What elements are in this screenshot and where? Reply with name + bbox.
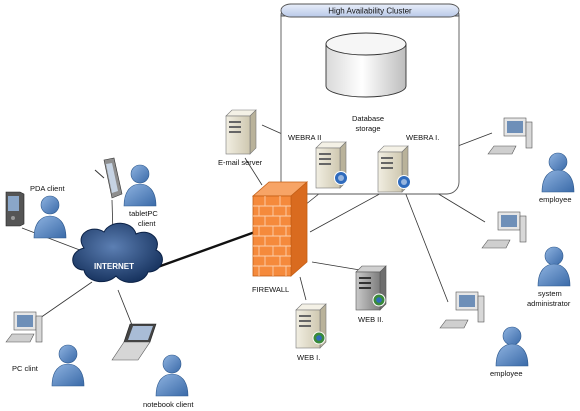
link-pc-internet: [39, 281, 93, 319]
pc-icon: [5, 311, 43, 343]
sysadmin-label-line2: administrator: [527, 299, 571, 308]
webra1-label: WEBRA I.: [406, 133, 439, 142]
cluster-title: High Availability Cluster: [328, 7, 412, 16]
firewall-icon: [251, 181, 309, 277]
employee-bottom-label: employee: [490, 369, 523, 378]
web1-label: WEB I.: [297, 353, 320, 362]
database-label-line1: Database: [352, 114, 384, 123]
tablet-person-icon: [123, 164, 157, 207]
employee-top-pc-icon: [487, 117, 533, 155]
employee-bottom-pc-icon: [439, 291, 485, 329]
sysadmin-label-line1: system: [538, 289, 562, 298]
internet-cloud-icon: [72, 222, 163, 283]
email-server-icon: [225, 109, 257, 155]
link-pda-internet: [21, 227, 86, 253]
sysadmin-person-icon: [537, 246, 571, 287]
employee-top-label: employee: [539, 195, 572, 204]
link-firewall-web2: [311, 261, 361, 271]
pda-icon: [5, 191, 25, 227]
link-webra1-firewall: [309, 189, 388, 233]
employee-top-person-icon: [541, 152, 575, 193]
cluster-header-bar: [280, 3, 460, 18]
pc-label: PC clint: [12, 364, 39, 373]
email-server-label: E-mail server: [218, 158, 263, 167]
web2-label: WEB II.: [358, 315, 383, 324]
notebook-label: notebook client: [143, 400, 194, 409]
link-email-firewall: [244, 157, 263, 186]
firewall-label: FIREWALL: [252, 285, 289, 294]
link-webra1-employee-bottom: [404, 191, 449, 303]
webra1-server-icon: [377, 145, 411, 193]
link-internet-firewall: [154, 230, 256, 270]
database-icon: [325, 32, 407, 98]
notebook-icon: [111, 323, 157, 361]
tablet-label-line2: client: [138, 219, 156, 228]
database-label-line2: storage: [355, 124, 380, 133]
cluster-border: [280, 3, 460, 195]
pc-person-icon: [51, 344, 85, 387]
sysadmin-pc-icon: [481, 211, 527, 249]
notebook-person-icon: [155, 354, 189, 397]
internet-label: INTERNET: [94, 262, 134, 271]
employee-bottom-person-icon: [495, 326, 529, 367]
pda-label: PDA client: [30, 184, 66, 193]
web1-server-icon: [295, 303, 327, 349]
tablet-icon: [94, 157, 123, 199]
webra2-server-icon: [315, 141, 348, 189]
tablet-label-line1: tabletPC: [129, 209, 158, 218]
webra2-label: WEBRA II: [288, 133, 321, 142]
pda-person-icon: [33, 195, 67, 239]
link-firewall-web1: [299, 276, 307, 301]
web2-server-icon: [355, 265, 387, 311]
ha-cluster: High Availability Cluster: [280, 3, 460, 195]
